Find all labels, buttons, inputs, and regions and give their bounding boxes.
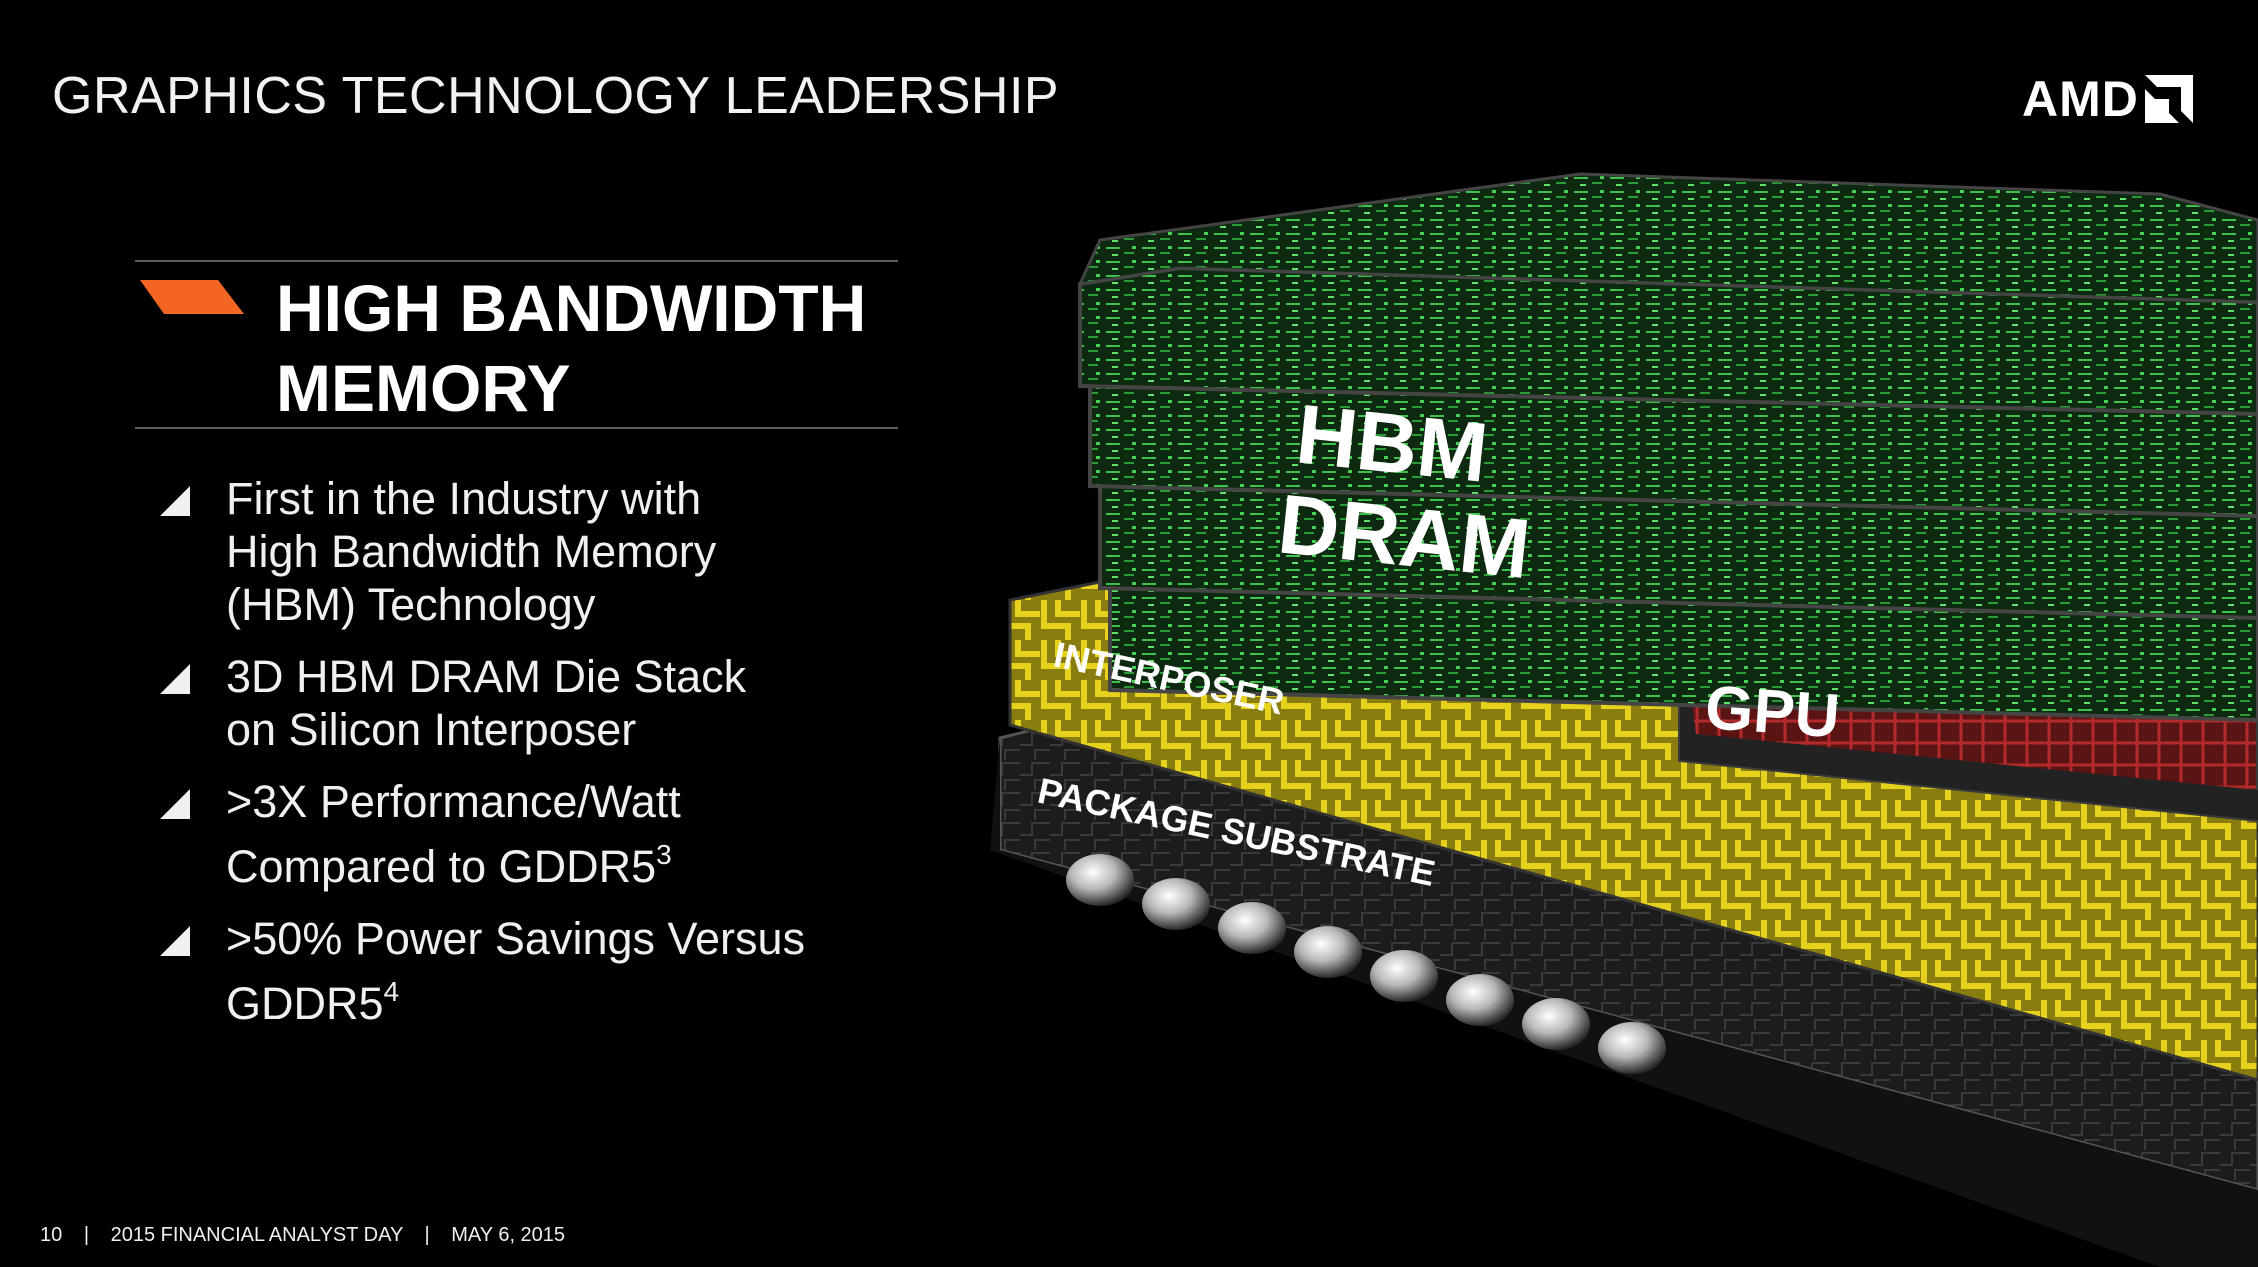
bullet-item: First in the Industry with High Bandwidt… xyxy=(160,472,805,631)
bullet-list: First in the Industry with High Bandwidt… xyxy=(160,472,805,1049)
page-number: 10 xyxy=(40,1224,63,1246)
amd-logo: AMD xyxy=(2022,74,2193,124)
triangle-bullet-icon xyxy=(160,664,190,694)
amd-logo-text: AMD xyxy=(2022,71,2139,127)
bullet-line: (HBM) Technology xyxy=(226,579,596,630)
gpu-label: GPU xyxy=(1703,673,1842,751)
amd-arrow-icon xyxy=(2144,75,2193,123)
footer-separator: | xyxy=(424,1224,430,1246)
hbm-label: HBM xyxy=(1292,386,1492,499)
section-title-line-2: MEMORY xyxy=(276,351,571,425)
orange-accent-icon xyxy=(140,280,244,314)
footer-event: 2015 FINANCIAL ANALYST DAY xyxy=(110,1224,403,1246)
triangle-bullet-icon xyxy=(160,789,190,819)
bullet-line: >3X Performance/Watt xyxy=(226,776,681,827)
solder-ball-row xyxy=(1066,854,1666,1074)
footer: 10 | 2015 FINANCIAL ANALYST DAY | MAY 6,… xyxy=(40,1224,565,1247)
bullet-line: 3D HBM DRAM Die Stack xyxy=(226,651,747,702)
triangle-bullet-icon xyxy=(160,486,190,516)
section-rule-top xyxy=(135,260,898,262)
footer-separator: | xyxy=(83,1224,90,1246)
hbm-stack-illustration: HBM DRAM INTERPOSER GPU PACKAGE SUBSTRAT… xyxy=(990,172,2258,1267)
bullet-line: >50% Power Savings Versus xyxy=(226,913,806,964)
bullet-line: High Bandwidth Memory xyxy=(226,526,717,577)
footnote-marker: 3 xyxy=(656,839,672,870)
bullet-line-text: Compared to GDDR5 xyxy=(226,841,657,892)
triangle-bullet-icon xyxy=(160,926,190,956)
section-title-line-1: HIGH BANDWIDTH xyxy=(276,271,867,345)
slide-title: GRAPHICS TECHNOLOGY LEADERSHIP xyxy=(52,67,1060,125)
footer-date: MAY 6, 2015 xyxy=(451,1224,566,1246)
bullet-item: >3X Performance/Watt Compared to GDDR53 xyxy=(160,775,805,893)
bullet-line: GDDR54 xyxy=(226,965,805,1030)
bullet-item: >50% Power Savings Versus GDDR54 xyxy=(160,912,805,1030)
bullet-line-text: GDDR5 xyxy=(226,978,384,1029)
bullet-line: First in the Industry with xyxy=(226,473,702,524)
section-rule-bottom xyxy=(135,427,898,429)
bullet-line: on Silicon Interposer xyxy=(226,704,637,755)
bullet-line: Compared to GDDR53 xyxy=(226,828,805,893)
bullet-item: 3D HBM DRAM Die Stack on Silicon Interpo… xyxy=(160,650,805,756)
footnote-marker: 4 xyxy=(383,976,400,1007)
section-title: HIGH BANDWIDTH MEMORY xyxy=(276,268,866,428)
hbm-dram-stack xyxy=(1077,172,2258,723)
